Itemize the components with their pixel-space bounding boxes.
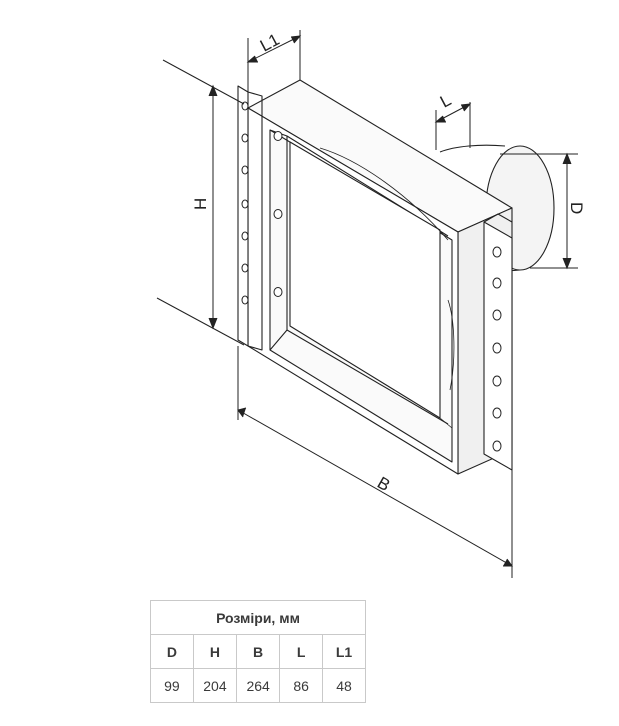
d-label: D [567, 202, 586, 214]
technical-drawing: H B L1 L D [156, 30, 586, 578]
header-l: L [279, 634, 324, 669]
value-l1: 48 [322, 668, 366, 703]
header-d: D [150, 634, 194, 669]
flange-holes [241, 101, 502, 452]
value-b: 264 [236, 668, 281, 703]
b-dimension-line [237, 409, 513, 567]
header-h: H [192, 634, 238, 669]
table-row: 99 204 264 86 48 [150, 668, 366, 703]
l1-label: L1 [257, 30, 283, 56]
l1-dimension-line [247, 35, 301, 63]
value-d: 99 [150, 668, 194, 703]
dimension-arrows [208, 35, 572, 567]
table-title: Розміри, мм [150, 600, 366, 635]
dimensions-table: Розміри, мм D H B L L1 99 204 264 86 48 [150, 600, 366, 703]
left-mounting-flange [237, 85, 249, 347]
header-b: B [236, 634, 281, 669]
l-label: L [437, 90, 454, 111]
b-label: B [374, 473, 393, 495]
table-header-row: D H B L L1 [150, 634, 366, 669]
value-l: 86 [279, 668, 324, 703]
value-h: 204 [192, 668, 238, 703]
header-l1: L1 [322, 634, 366, 669]
h-label: H [191, 198, 210, 210]
